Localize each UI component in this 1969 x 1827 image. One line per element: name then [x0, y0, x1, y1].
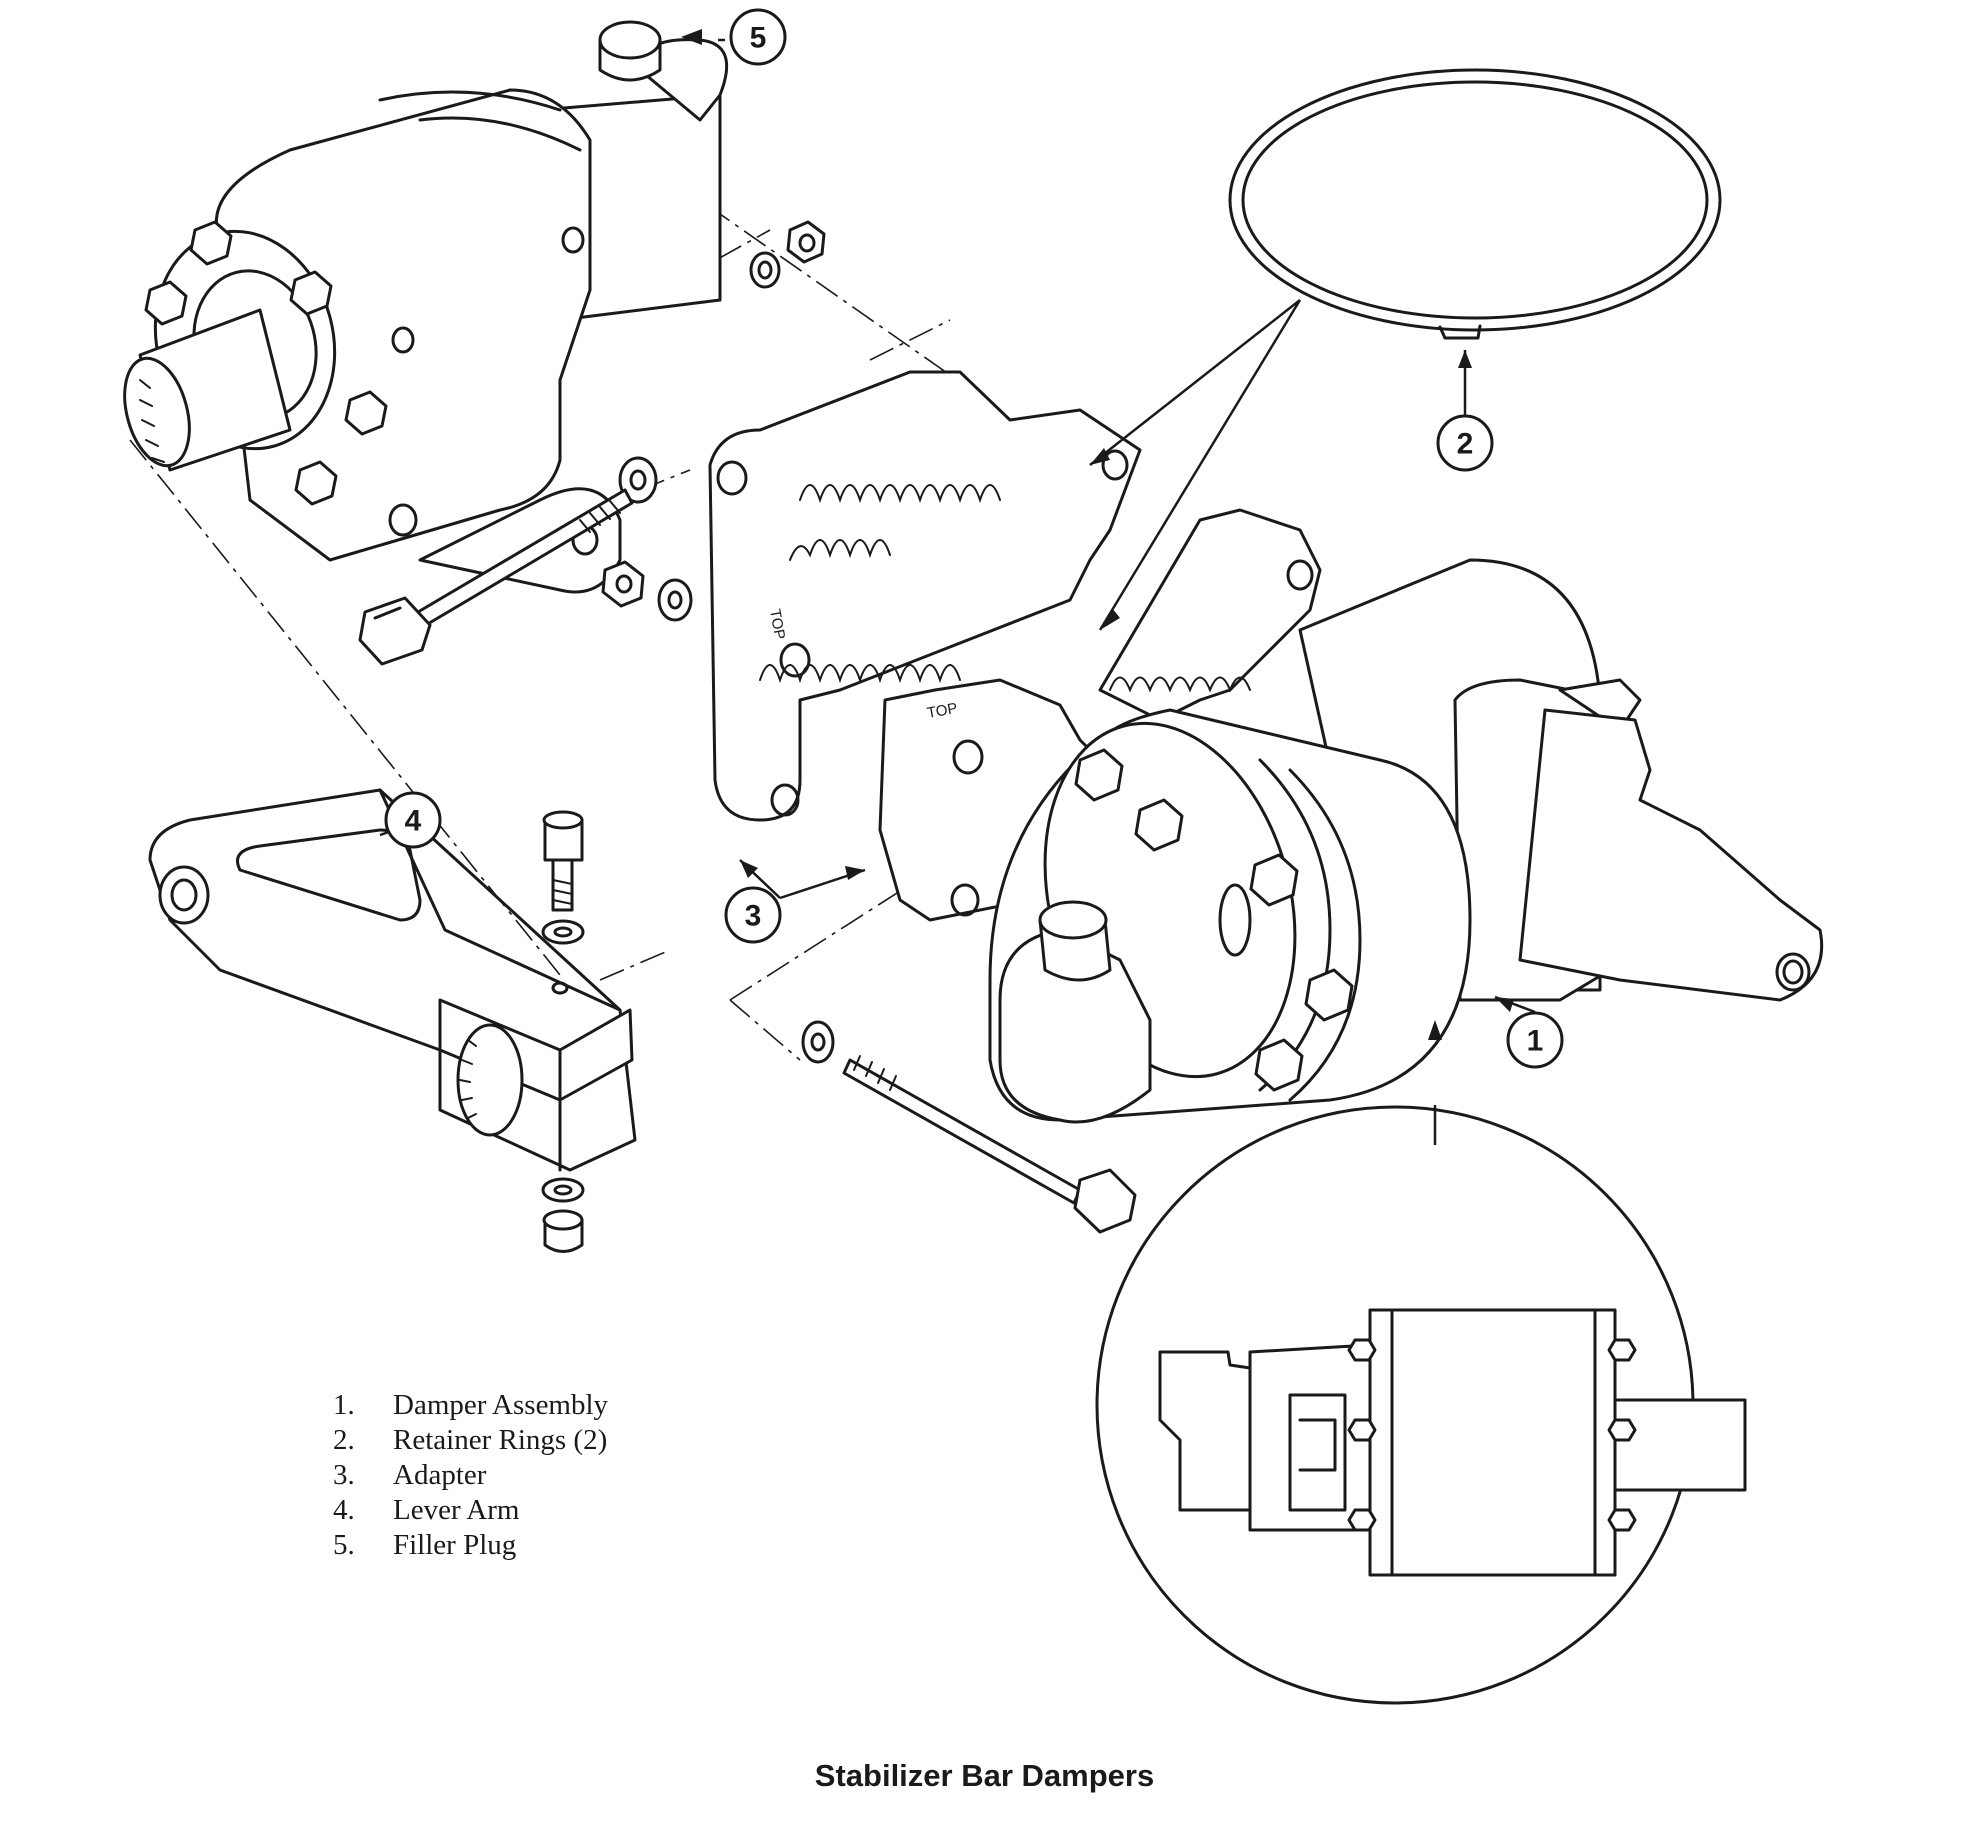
legend-number: 1.	[333, 1389, 355, 1421]
washer-nut-set-left	[601, 456, 693, 622]
legend-item: 4. Lever Arm	[333, 1493, 608, 1528]
legend-label: Lever Arm	[393, 1494, 520, 1526]
mounting-studs-upper	[144, 220, 388, 506]
callout-3: 3	[724, 886, 782, 944]
clamp-bolt-set	[541, 810, 585, 1253]
legend-number: 2.	[333, 1424, 355, 1456]
installed-view-inset	[1095, 1105, 1747, 1705]
svg-text:1: 1	[1527, 1025, 1544, 1058]
figure-caption: Stabilizer Bar Dampers	[814, 1758, 1155, 1793]
legend-item: 1. Damper Assembly	[333, 1388, 608, 1423]
legend-number: 3.	[333, 1459, 355, 1491]
legend-label: Damper Assembly	[393, 1389, 609, 1421]
through-bolt-lower	[801, 1020, 1137, 1234]
svg-text:3: 3	[745, 900, 762, 933]
svg-text:5: 5	[750, 22, 767, 55]
legend-number: 5.	[333, 1529, 355, 1561]
svg-text:2: 2	[1457, 428, 1474, 461]
through-bolt-upper	[358, 488, 634, 666]
damper-assembly-upper	[123, 20, 729, 594]
washer-nut-set-upper-right	[749, 220, 826, 289]
legend-item: 2. Retainer Rings (2)	[333, 1423, 608, 1458]
retainer-ring	[1228, 68, 1722, 340]
svg-text:4: 4	[405, 805, 422, 838]
parts-legend: 1. Damper Assembly 2. Retainer Rings (2)…	[333, 1388, 608, 1563]
legend-label: Adapter	[393, 1459, 487, 1491]
callout-1: 1	[1506, 1011, 1564, 1069]
legend-label: Filler Plug	[393, 1529, 517, 1561]
top-stamp-upper: TOP	[766, 608, 788, 641]
legend-label: Retainer Rings (2)	[393, 1424, 608, 1456]
legend-item: 5. Filler Plug	[333, 1528, 608, 1563]
callout-4: 4	[384, 791, 442, 849]
callout-5: 5	[729, 8, 787, 66]
callout-2: 2	[1436, 414, 1494, 472]
top-stamp-lower: TOP	[926, 700, 959, 722]
lever-arm	[148, 788, 637, 1172]
splined-adapter-upper: TOP	[708, 370, 1142, 822]
legend-item: 3. Adapter	[333, 1458, 608, 1493]
mounting-nuts-main	[1074, 748, 1354, 1092]
damper-assembly-main	[988, 558, 1824, 1124]
legend-number: 4.	[333, 1494, 355, 1526]
